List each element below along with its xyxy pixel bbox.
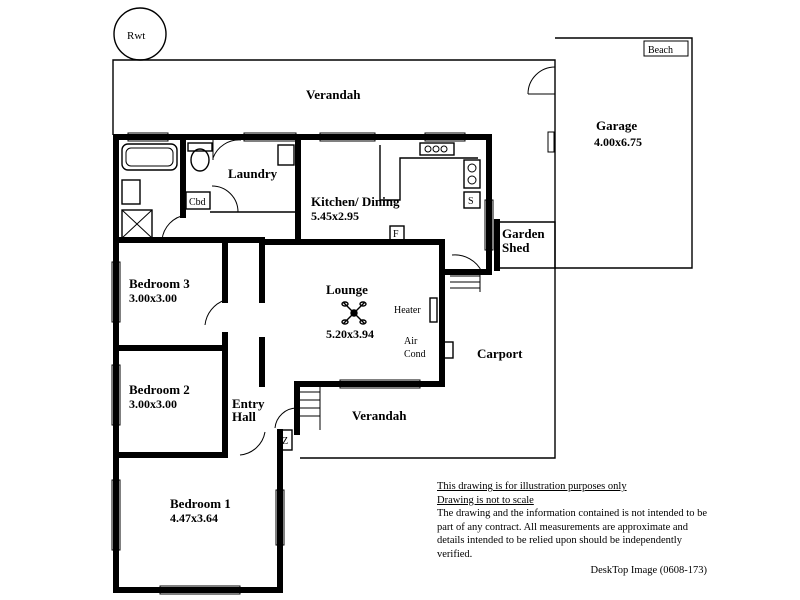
sink-bowl-1 (467, 163, 477, 173)
carport-label: Carport (477, 346, 523, 361)
beach-box (643, 40, 689, 57)
garage-label: Garage (596, 118, 637, 133)
disclaimer-credit: DeskTop Image (0608-173) (590, 564, 707, 576)
sink (463, 159, 481, 189)
ceiling-fan-icon (341, 301, 367, 325)
window-kitchen-right (484, 199, 494, 251)
bedroom3-label: Bedroom 3 (129, 276, 190, 291)
laundry-label: Laundry (228, 166, 278, 181)
heater-label: Heater (394, 305, 421, 316)
bedroom3-dimensions: 3.00x3.00 (129, 291, 177, 305)
stove (419, 142, 455, 156)
shower (121, 209, 153, 239)
garage-post (547, 131, 555, 153)
kitchen-dimensions: 5.45x2.95 (311, 209, 359, 223)
garage-door-swing (527, 66, 556, 95)
window-top-4 (424, 132, 466, 142)
fridge-label: F (393, 229, 399, 240)
toilet-bowl (190, 148, 210, 172)
garden-shed-label-2: Shed (502, 240, 530, 255)
garage-dimensions: 4.00x6.75 (594, 135, 642, 149)
kitchen-bench (379, 145, 478, 201)
disclaimer-body: The drawing and the information containe… (437, 508, 708, 560)
air-cond-label-1: Air (404, 336, 418, 347)
laundry-door-2-swing (211, 185, 239, 213)
entry-step-box (279, 429, 293, 451)
bedroom1-dimensions: 4.47x3.64 (170, 511, 218, 525)
window-bed2 (111, 364, 121, 426)
entry-label-2: Hall (232, 409, 256, 424)
fridge-box (389, 225, 405, 241)
garden-shed-outline (497, 221, 556, 269)
sink-bowl-2 (467, 175, 477, 185)
cbd-box (185, 191, 211, 210)
cbd-label: Cbd (189, 197, 206, 208)
vanity (121, 179, 141, 205)
dishwasher-mark: S (468, 196, 474, 207)
rwt-label: Rwt (127, 30, 145, 42)
toilet-cistern (187, 142, 213, 152)
garden-shed-label-1: Garden (502, 226, 545, 241)
bathtub-inner (125, 147, 174, 167)
entry-step-mark: Z (282, 436, 288, 447)
stove-burner-1 (424, 145, 432, 153)
kitchen-label: Kitchen/ Dining (311, 194, 400, 209)
bedroom1-door-swing (239, 431, 266, 456)
house-outer-wall (113, 134, 283, 593)
bedroom1-label: Bedroom 1 (170, 496, 231, 511)
stove-burner-2 (432, 145, 440, 153)
entry-door-swing (274, 407, 298, 429)
lounge-label: Lounge (326, 282, 368, 297)
verandah-top-label: Verandah (306, 87, 361, 102)
window-bed1-side (111, 479, 121, 551)
window-bed3 (111, 261, 121, 323)
window-bed1-right (275, 489, 285, 546)
bedroom3-door-swing (204, 299, 226, 326)
laundry-door-swing (212, 139, 242, 159)
kitchen-stair-door-swing (451, 254, 483, 273)
air-cond-label-2: Cond (404, 349, 426, 360)
laundry-tub (277, 144, 295, 166)
shower-x2 (121, 209, 153, 239)
bath-door-swing (161, 214, 187, 241)
window-bed1-bottom (159, 585, 241, 595)
beach-label: Beach (648, 45, 673, 56)
disclaimer-line-2: Drawing is not to scale (437, 494, 534, 506)
air-cond-box (440, 341, 454, 359)
window-lounge-bottom (339, 379, 421, 389)
house-north-wall (113, 134, 492, 275)
garage-outline (555, 37, 693, 269)
disclaimer-line-1: This drawing is for illustration purpose… (437, 481, 627, 492)
window-top-1 (127, 132, 169, 142)
stove-burner-3 (440, 145, 448, 153)
bedroom2-dimensions: 3.00x3.00 (129, 397, 177, 411)
bedroom2-label: Bedroom 2 (129, 382, 190, 397)
heater-box (429, 297, 438, 323)
lounge-dimensions: 5.20x3.94 (326, 327, 374, 341)
window-top-3 (319, 132, 376, 142)
dishwasher (463, 191, 481, 209)
disclaimer: This drawing is for illustration purpose… (437, 480, 707, 577)
entry-label-1: Entry (232, 396, 265, 411)
bathtub (121, 143, 178, 171)
verandah-bottom-label: Verandah (352, 408, 407, 423)
